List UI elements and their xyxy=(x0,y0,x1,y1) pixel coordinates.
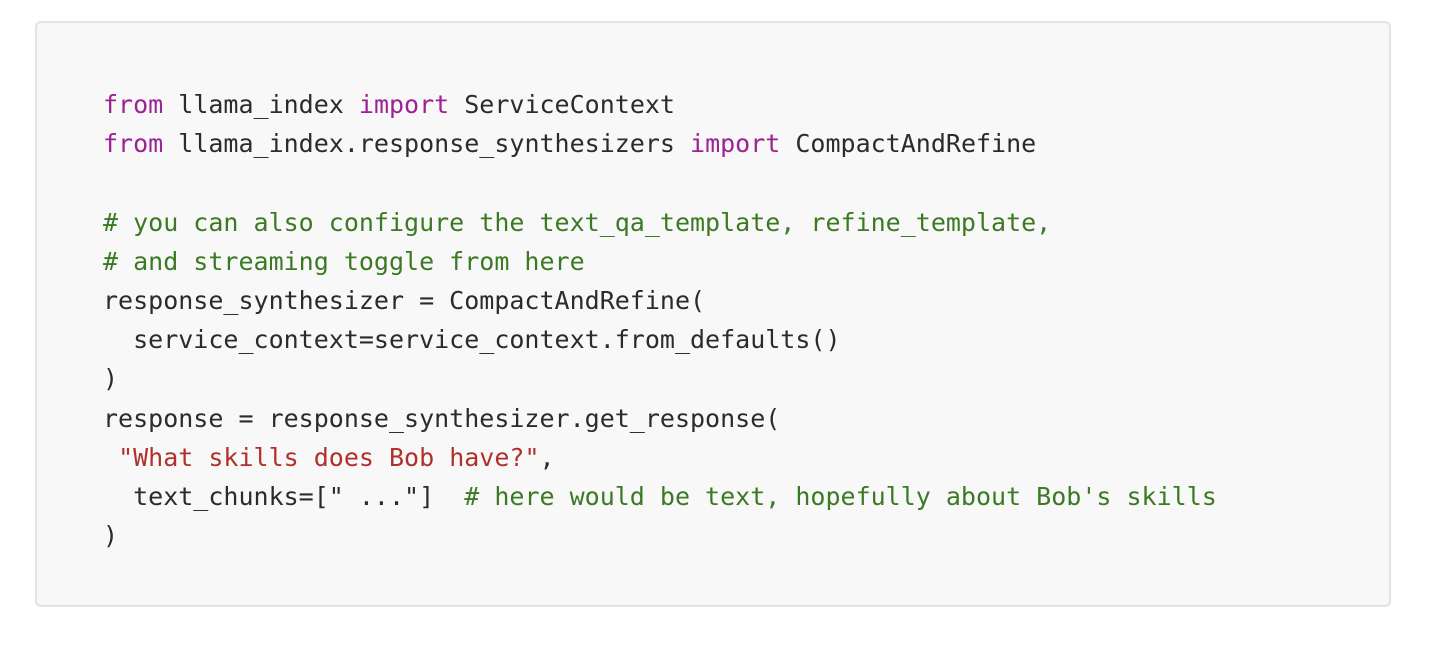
code-text: response = response_synthesizer.get_resp… xyxy=(103,403,781,433)
code-keyword: import xyxy=(358,90,450,119)
code-line: "What skills does Bob have?", xyxy=(103,438,1217,477)
code-keyword: from xyxy=(103,129,164,159)
code-text: , xyxy=(539,442,555,472)
code-line: response = response_synthesizer.get_resp… xyxy=(103,399,1217,438)
code-line: from llama_index import ServiceContext xyxy=(103,85,1217,124)
code-text: service_context=service_context.from_def… xyxy=(103,325,841,355)
code-comment: # and streaming toggle from here xyxy=(103,246,585,276)
code-text: response_synthesizer = CompactAndRefine( xyxy=(103,285,706,315)
code-keyword: import xyxy=(690,129,781,159)
code-line: ) xyxy=(103,516,1217,555)
code-line: from llama_index.response_synthesizers i… xyxy=(103,124,1217,163)
code-text: llama_index xyxy=(163,90,359,119)
code-line: text_chunks=[" ..."] # here would be tex… xyxy=(103,477,1217,516)
code-line: ) xyxy=(103,359,1217,398)
code-line: response_synthesizer = CompactAndRefine( xyxy=(103,281,1217,320)
code-line xyxy=(103,163,1217,202)
code-text: ServiceContext xyxy=(449,90,675,119)
code-text: text_chunks=[" ..."] xyxy=(103,481,465,511)
code-line: # and streaming toggle from here xyxy=(103,242,1217,281)
code-text: ) xyxy=(103,521,119,551)
code-keyword: from xyxy=(103,90,164,119)
code-text: llama_index.response_synthesizers xyxy=(163,129,691,159)
code-text: ) xyxy=(103,364,119,394)
code-comment: # here would be text, hopefully about Bo… xyxy=(464,481,1217,511)
code-text xyxy=(103,443,118,472)
code-string: "What skills does Bob have?" xyxy=(118,442,540,472)
code-text: CompactAndRefine xyxy=(780,129,1037,159)
code-line: service_context=service_context.from_def… xyxy=(103,320,1217,359)
code-line: # you can also configure the text_qa_tem… xyxy=(103,203,1217,242)
code-comment: # you can also configure the text_qa_tem… xyxy=(103,207,1052,237)
